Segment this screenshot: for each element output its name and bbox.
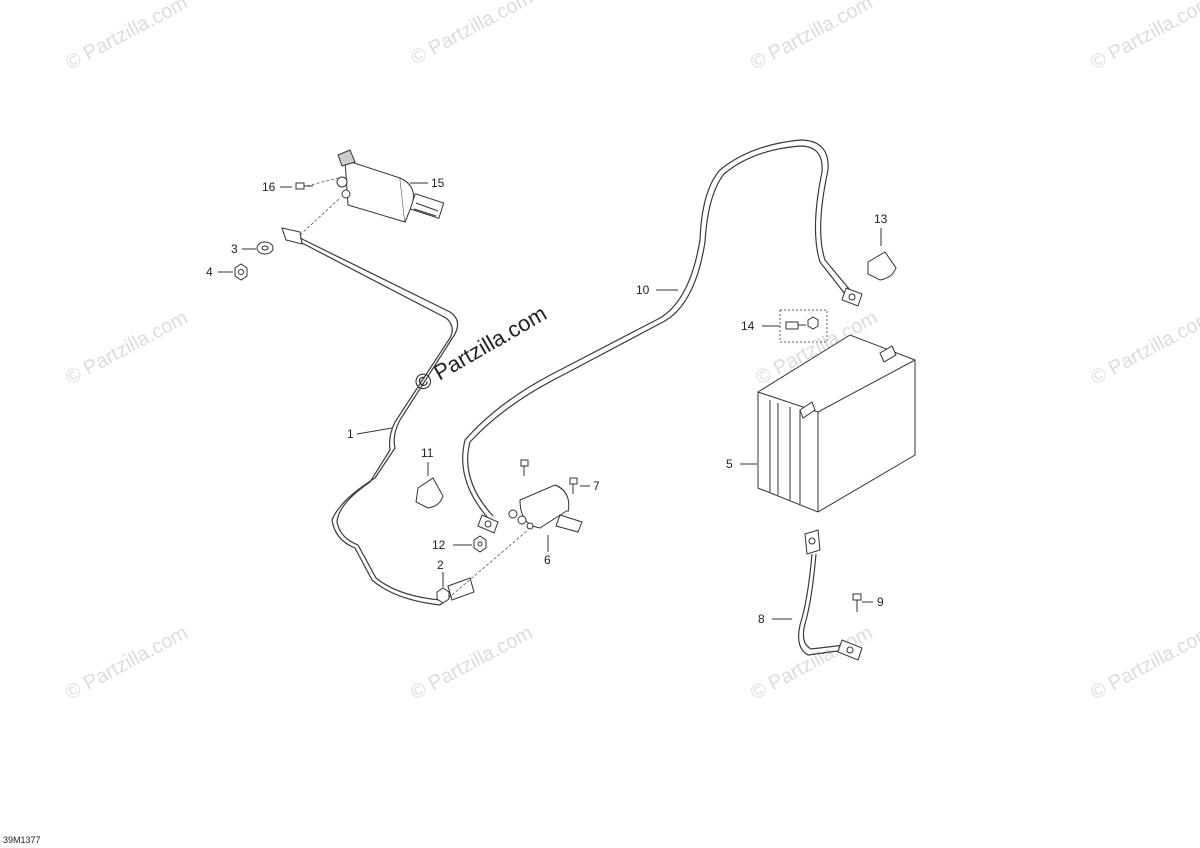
callout-16: 16 [262, 180, 276, 194]
nut-2[interactable] [436, 587, 450, 604]
callout-8: 8 [758, 612, 765, 626]
watermark-text: © Partzilla.com [62, 622, 191, 705]
callout-leaders [218, 182, 882, 620]
screw-solenoid[interactable] [520, 459, 529, 476]
nut-12[interactable] [473, 535, 487, 553]
callout-15: 15 [431, 176, 445, 190]
callout-14: 14 [741, 319, 755, 333]
starter-motor[interactable] [336, 149, 445, 223]
center-watermark: © Partzilla.com [410, 301, 551, 397]
diagram-code: 39M1377 [3, 835, 41, 845]
washer-3[interactable] [256, 241, 274, 255]
watermark-text: © Partzilla.com [1087, 622, 1200, 705]
watermark-text: © Partzilla.com [747, 622, 876, 705]
callout-1: 1 [347, 427, 354, 441]
battery[interactable] [757, 334, 916, 513]
callout-5: 5 [726, 457, 733, 471]
watermark-text: © Partzilla.com [407, 622, 536, 705]
callout-labels: 1 2 3 4 5 6 7 8 9 10 11 12 13 14 15 16 [206, 176, 888, 626]
dashed-guide [299, 197, 341, 236]
callout-4: 4 [206, 265, 213, 279]
screw-16[interactable] [295, 182, 313, 190]
callout-7: 7 [593, 479, 600, 493]
callout-6: 6 [544, 553, 551, 567]
rubber-boot-13[interactable] [867, 251, 897, 281]
callout-3: 3 [231, 242, 238, 256]
rubber-boot-11[interactable] [415, 477, 444, 509]
callout-12: 12 [432, 538, 446, 552]
battery-cable-long[interactable] [462, 139, 863, 534]
dashed-guide [451, 529, 529, 596]
watermark-text: © Partzilla.com [407, 0, 536, 69]
watermark-text: © Partzilla.com [1087, 0, 1200, 74]
dashed-guide [306, 177, 339, 187]
watermark-text: © Partzilla.com [62, 0, 191, 74]
starter-cable[interactable] [281, 227, 475, 606]
callout-11: 11 [421, 446, 434, 460]
nut-4[interactable] [234, 263, 248, 281]
watermark-text: © Partzilla.com [747, 0, 876, 74]
starter-solenoid[interactable] [508, 484, 583, 533]
callout-10: 10 [636, 283, 650, 297]
callout-2: 2 [437, 558, 444, 572]
screw-7[interactable] [569, 477, 578, 494]
background-watermarks: © Partzilla.com © Partzilla.com © Partzi… [62, 0, 1200, 704]
callout-13: 13 [874, 212, 888, 226]
callout-9: 9 [877, 595, 884, 609]
watermark-text: © Partzilla.com [62, 307, 191, 390]
watermark-text: © Partzilla.com [1087, 307, 1200, 390]
ground-cable[interactable] [798, 529, 863, 661]
screw-9[interactable] [852, 593, 862, 612]
